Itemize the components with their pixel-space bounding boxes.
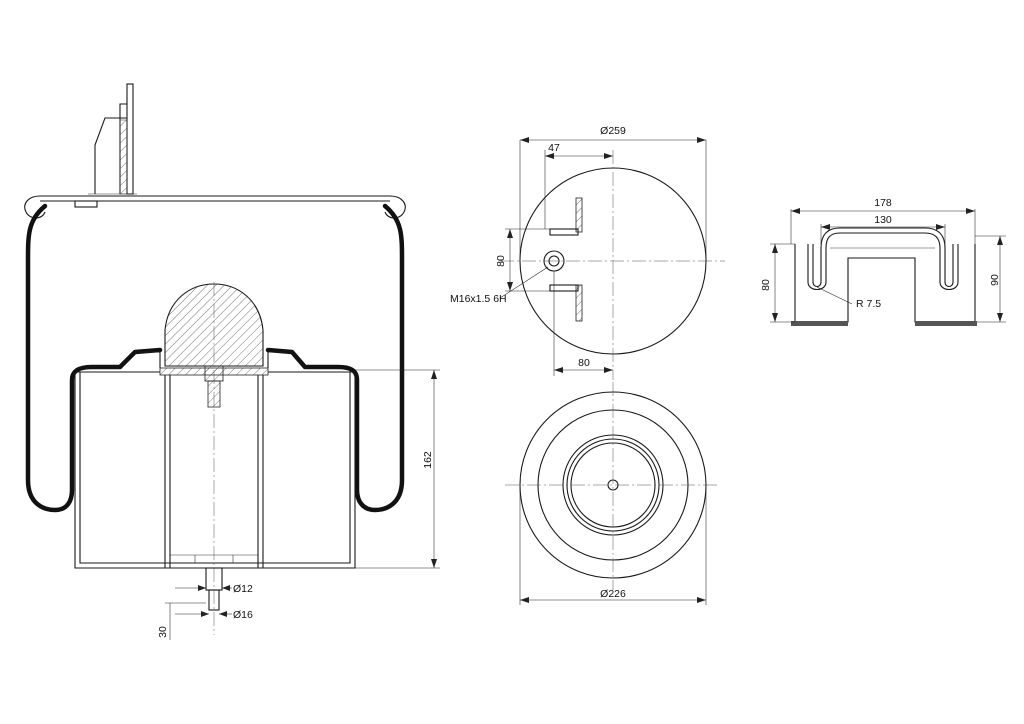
thread-label: M16x1.5 6H — [450, 293, 507, 305]
bottom-view: Ø226 — [505, 382, 720, 605]
bracket-pad-left — [791, 321, 848, 326]
dim-80-vertical-label: 80 — [495, 255, 507, 267]
dim-stud: Ø12 Ø16 30 — [157, 583, 253, 640]
dim-stud-large-label: Ø16 — [233, 609, 253, 621]
dim-162-label: 162 — [422, 451, 434, 469]
dim-47-label: 47 — [548, 142, 560, 154]
piston — [74, 351, 356, 611]
rubber-bellow — [25, 203, 163, 513]
dim-130-label: 130 — [874, 214, 892, 226]
dim-80-horizontal-label: 80 — [578, 357, 590, 369]
dim-stud-small-label: Ø12 — [233, 583, 253, 595]
bracket-pad-right — [915, 321, 977, 326]
dim-height: 162 — [355, 369, 440, 569]
top-plate — [24, 195, 406, 219]
dim-outer-dia-label: Ø259 — [600, 125, 626, 137]
dim-178-label: 178 — [874, 197, 892, 209]
top-view: Ø259 47 80 M16x1.5 6H 80 — [450, 125, 725, 380]
radius-label: R 7.5 — [856, 298, 881, 310]
bracket-detail-view: 178 130 80 90 R 7.5 — [760, 197, 1006, 326]
dim-stud-length-label: 30 — [157, 626, 169, 638]
dim-bracket-80-label: 80 — [760, 279, 772, 291]
side-section-view: 162 Ø12 Ø16 30 — [24, 83, 440, 640]
top-mounting-bracket — [88, 83, 137, 195]
dim-bracket-90-label: 90 — [989, 274, 1001, 286]
dim-base-dia-label: Ø226 — [600, 588, 626, 600]
